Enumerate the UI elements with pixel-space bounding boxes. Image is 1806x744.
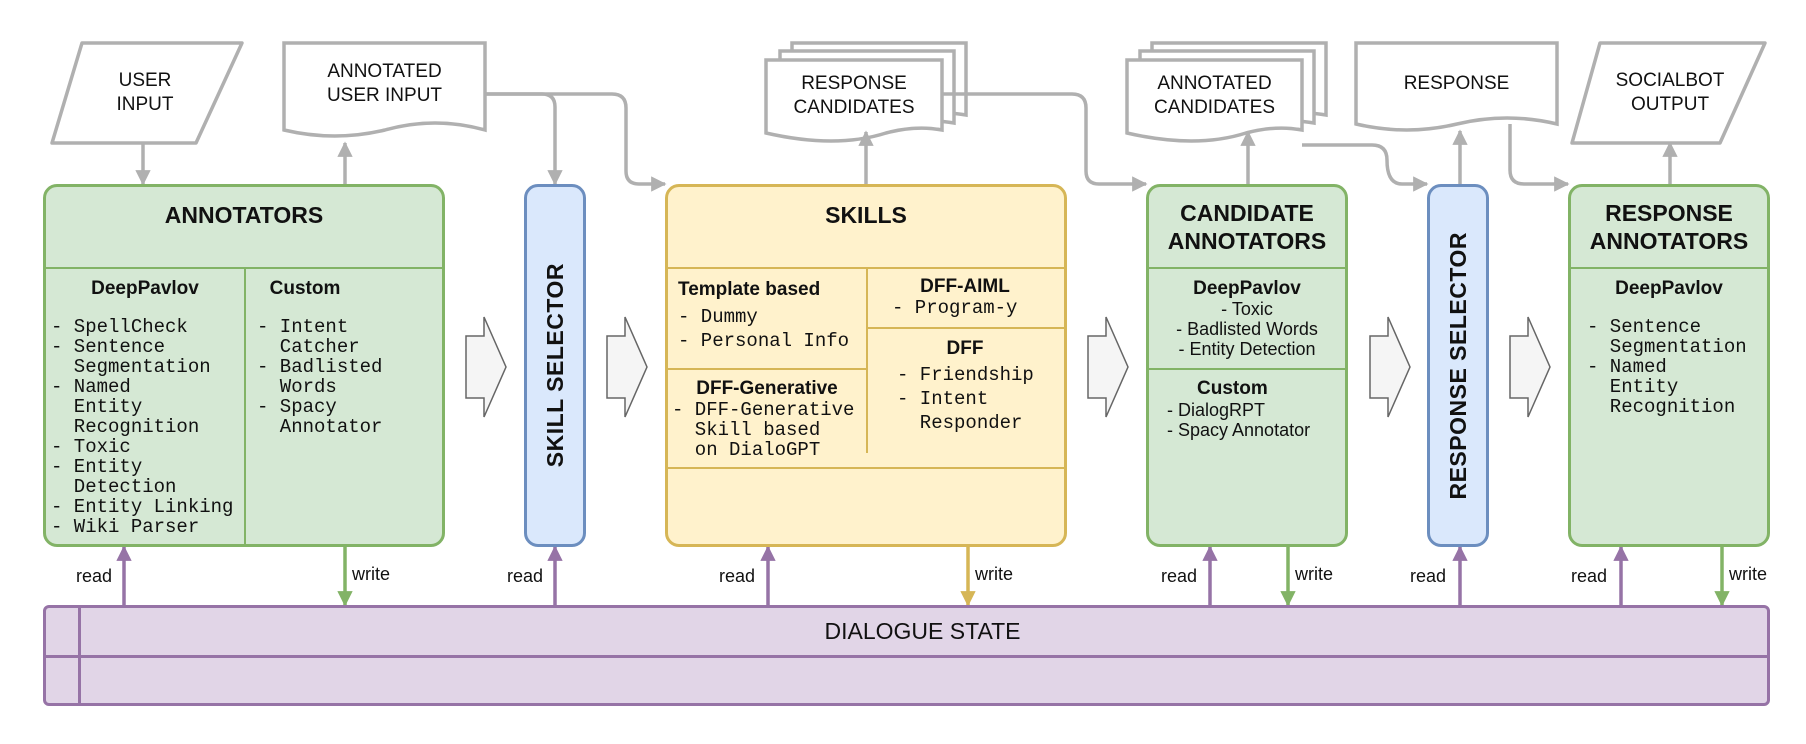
annotated-user-input-label: ANNOTATED USER INPUT — [326, 61, 443, 106]
skills-dff-aiml-heading: DFF-AIML — [920, 276, 1010, 297]
skills-dff-list: - Friendship - Intent Responder — [897, 364, 1034, 434]
socialbot-output-shape — [1570, 41, 1767, 145]
block-arrow-1 — [465, 316, 507, 418]
skills-dff-aiml-list: - Program-y — [892, 297, 1018, 319]
block-arrow-5 — [1509, 316, 1551, 418]
block-arrow-2 — [606, 316, 648, 418]
skills-title: SKILLS — [825, 202, 907, 228]
block-arrow-3 — [1087, 316, 1129, 418]
block-arrow-4 — [1369, 316, 1411, 418]
response-candidates-label: RESPONSE CANDIDATES — [793, 73, 915, 118]
skills-dff-generative-list: - DFF-Generative Skill based on DialoGPT — [672, 399, 855, 461]
candidate-annotators-deeppavlov-heading: DeepPavlov — [1193, 278, 1301, 299]
dialogue-state-box: DIALOGUE STATE — [43, 605, 1770, 706]
arrow-annotated-input-to-skills — [485, 92, 667, 192]
write-label-skills: write — [975, 564, 1014, 584]
skill-selector-label: SKILL SELECTOR — [541, 263, 568, 468]
annotated-user-input-shape — [282, 41, 487, 138]
read-label-response-annotators: read — [1571, 566, 1608, 586]
write-label-candidate-annotators: write — [1295, 564, 1334, 584]
response-selector-label: RESPONSE SELECTOR — [1444, 231, 1471, 500]
user-input-label: USER INPUT — [116, 70, 174, 115]
response-annotators-box: RESPONSE ANNOTATORS DeepPavlov - Sentenc… — [1568, 184, 1770, 547]
annotated-candidates-label: ANNOTATED CANDIDATES — [1153, 73, 1276, 118]
socialbot-output-label: SOCIALBOT OUTPUT — [1615, 70, 1725, 115]
annotators-deeppavlov-heading: DeepPavlov — [91, 278, 199, 299]
read-label-skills: read — [719, 566, 756, 586]
user-input-shape — [50, 41, 244, 145]
response-candidates-shape — [764, 41, 968, 143]
annotators-custom-heading: Custom — [269, 278, 341, 299]
dialogue-state-label: DIALOGUE STATE — [824, 618, 1021, 644]
candidate-annotators-custom-list: - DialogRPT - Spacy Annotator — [1167, 400, 1311, 440]
response-shape — [1354, 41, 1559, 132]
write-label-annotators: write — [352, 564, 391, 584]
skills-box: SKILLS Template based - Dummy - Personal… — [665, 184, 1067, 547]
annotators-deeppavlov-list: - SpellCheck - Sentence Segmentation - N… — [51, 316, 234, 538]
annotators-custom-list: - Intent Catcher - Badlisted Words - Spa… — [257, 316, 383, 438]
response-selector-box: RESPONSE SELECTOR — [1427, 184, 1489, 547]
response-annotators-deeppavlov-heading: DeepPavlov — [1615, 278, 1723, 299]
skill-selector-box: SKILL SELECTOR — [524, 184, 586, 547]
arrow-response-to-response-annotators — [1508, 124, 1570, 192]
write-label-response-annotators: write — [1729, 564, 1768, 584]
read-label-annotators: read — [76, 566, 113, 586]
candidate-annotators-custom-heading: Custom — [1197, 378, 1268, 399]
read-label-response-selector: read — [1410, 566, 1447, 586]
candidate-annotators-title: CANDIDATE ANNOTATORS — [1167, 200, 1327, 254]
annotators-box: ANNOTATORS DeepPavlov - SpellCheck - Sen… — [43, 184, 445, 547]
read-label-candidate-annotators: read — [1161, 566, 1198, 586]
annotated-candidates-shape — [1125, 41, 1328, 143]
read-label-skill-selector: read — [507, 566, 544, 586]
candidate-annotators-deeppavlov-list: - Toxic - Badlisted Words - Entity Detec… — [1176, 299, 1318, 359]
response-annotators-deeppavlov-list: - Sentence Segmentation - Named Entity R… — [1587, 316, 1747, 418]
skills-template-heading: Template based — [678, 279, 821, 300]
response-annotators-title: RESPONSE ANNOTATORS — [1589, 200, 1749, 254]
annotators-title: ANNOTATORS — [164, 202, 324, 228]
skills-template-list: - Dummy - Personal Info — [678, 306, 850, 352]
skills-dff-heading: DFF — [946, 338, 984, 359]
arrow-annotated-input-to-skill-selector — [485, 92, 563, 186]
skills-dff-generative-heading: DFF-Generative — [696, 378, 838, 399]
arrow-candidates-to-candidate-annotators — [942, 92, 1148, 192]
response-label: RESPONSE — [1403, 73, 1510, 94]
arrow-annotated-candidates-to-response-selector — [1302, 143, 1429, 192]
candidate-annotators-box: CANDIDATE ANNOTATORS DeepPavlov - Toxic … — [1146, 184, 1348, 547]
